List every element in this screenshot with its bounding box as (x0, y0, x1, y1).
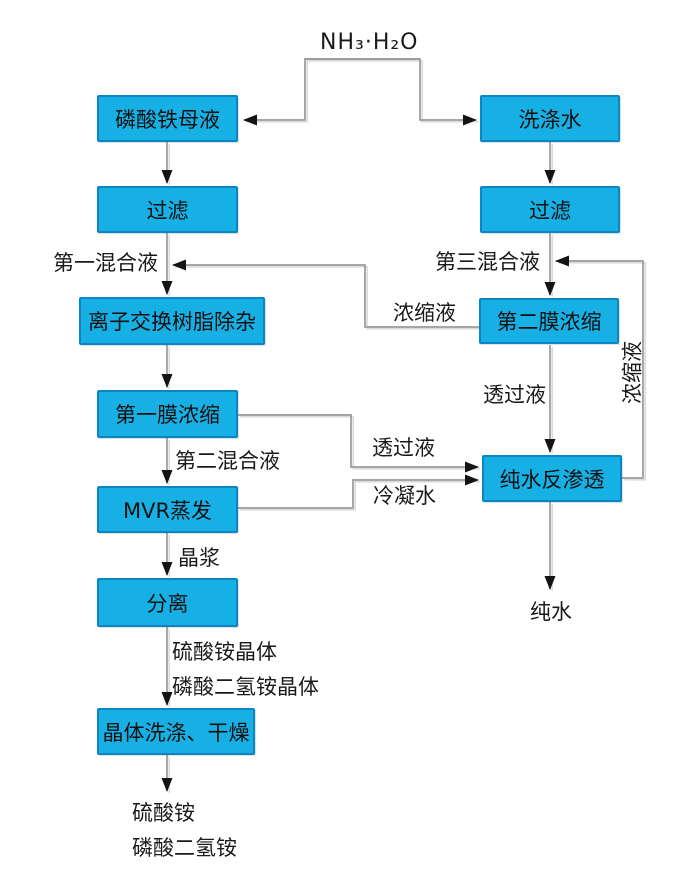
node-filter-left: 过滤 (97, 186, 238, 233)
edges-group (161, 58, 644, 792)
edge-mvr-condensate-to-ro (240, 480, 481, 511)
node-wash-water: 洗涤水 (480, 95, 620, 142)
node-crystal-wash-dry: 晶体洗涤、干燥 (97, 708, 255, 755)
flow-label-pure-water: 纯水 (530, 600, 572, 624)
flow-label-permeate-right: 透过液 (483, 383, 546, 407)
node-pure-water-ro: 纯水反渗透 (482, 455, 622, 502)
node-membrane2: 第二膜浓缩 (479, 298, 619, 344)
flow-label-ammonium-sulfate: 硫酸铵 (132, 801, 195, 825)
node-filter-right: 过滤 (480, 186, 620, 233)
flow-label-monoammonium-phosphate: 磷酸二氢铵 (132, 836, 237, 860)
edge-ammonia-to-mother-liquor (243, 58, 420, 126)
flow-label-crystal-slurry: 晶浆 (178, 546, 220, 570)
edge-membrane2-concentrate-to-first-mix (172, 259, 479, 328)
node-mother-liquor: 磷酸铁母液 (97, 95, 238, 142)
node-ion-exchange: 离子交换树脂除杂 (79, 297, 265, 345)
node-membrane1: 第一膜浓缩 (97, 390, 238, 438)
flow-label-condensate: 冷凝水 (373, 484, 436, 508)
edge-ammonia-to-wash-water (307, 59, 479, 123)
flow-label-concentrate-vertical: 浓缩液 (620, 341, 645, 405)
edge-mvr-condensate-to-ro (238, 474, 479, 509)
edge-membrane2-concentrate-to-first-mix (175, 265, 482, 330)
edge-membrane1-permeate-to-ro (240, 415, 481, 470)
flow-label-ammonia: NH₃·H₂O (320, 30, 419, 55)
flow-label-first-mix: 第一混合液 (53, 251, 158, 275)
flow-label-second-mix: 第二混合液 (175, 449, 280, 473)
flow-label-third-mix: 第三混合液 (435, 250, 540, 274)
flow-label-permeate-left: 透过液 (372, 436, 435, 460)
edge-ro-concentrate-to-third-mix (555, 255, 644, 479)
flow-label-ammonium-sulfate-crystal: 硫酸铵晶体 (172, 640, 277, 664)
edge-ro-concentrate-to-third-mix (558, 261, 647, 481)
node-mvr-evaporation: MVR蒸发 (97, 486, 238, 533)
flow-label-concentrate-mid: 浓缩液 (393, 301, 456, 325)
edge-ammonia-to-wash-water (305, 58, 477, 126)
flow-label-monoammonium-phosphate-crystal: 磷酸二氢铵晶体 (172, 675, 319, 699)
node-separation: 分离 (97, 578, 238, 627)
edge-membrane1-permeate-to-ro (238, 414, 479, 473)
edge-ammonia-to-mother-liquor (246, 59, 423, 123)
